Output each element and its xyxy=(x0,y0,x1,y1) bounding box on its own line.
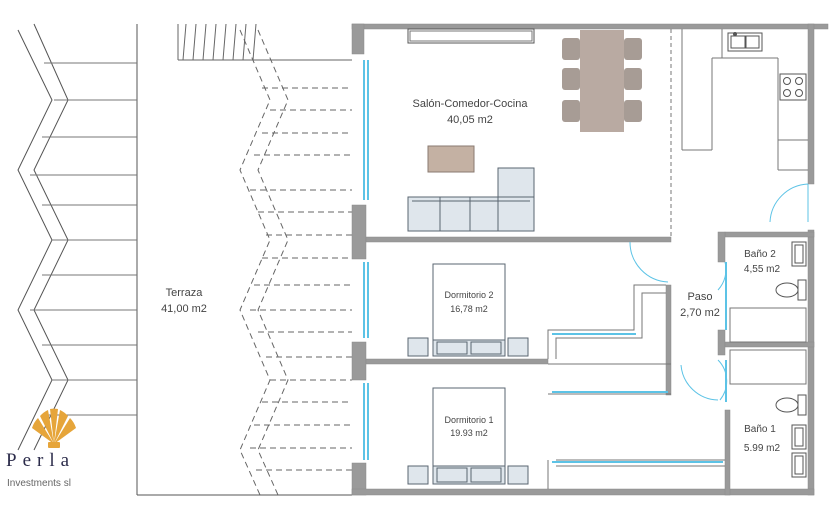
terrace-dashed-lines xyxy=(239,29,352,496)
paso-area: 2,70 m2 xyxy=(680,307,720,319)
dormitorio2-name: Dormitorio 2 xyxy=(444,290,493,300)
door-swings xyxy=(629,183,809,401)
logo-name: Perla xyxy=(6,450,75,471)
terraza-area: 41,00 m2 xyxy=(161,303,207,315)
bano2-area: 4,55 m2 xyxy=(744,264,781,275)
sink-bath1-b xyxy=(791,452,807,478)
bano1-name: Baño 1 xyxy=(744,424,776,435)
walls xyxy=(351,23,829,496)
door-dorm2 xyxy=(629,241,669,283)
sink-bath1-a xyxy=(791,424,807,450)
wall-bath2-top xyxy=(724,231,815,238)
windows xyxy=(363,60,727,463)
sink-bath2 xyxy=(791,241,807,267)
toilet-bath2 xyxy=(775,279,807,301)
shell-icon xyxy=(32,408,76,448)
dormitorio1-name: Dormitorio 1 xyxy=(444,415,493,425)
wall-paso-left xyxy=(665,284,672,396)
wall-right-2 xyxy=(807,229,815,496)
door-entrance xyxy=(769,183,809,223)
terrace-stairs xyxy=(177,23,352,61)
dormitorio1-area: 19.93 m2 xyxy=(450,428,488,438)
dining-chairs xyxy=(562,38,642,122)
toilet-bath1 xyxy=(775,394,807,416)
dormitorio2-area: 16,78 m2 xyxy=(450,304,488,314)
coffee-table xyxy=(427,145,475,173)
bano2-name: Baño 2 xyxy=(744,249,776,260)
sofa xyxy=(407,167,535,232)
room-labels: Salón-Comedor-Cocina 40,05 m2 Terraza 41… xyxy=(161,98,780,454)
bano1-area: 5.99 m2 xyxy=(744,443,781,454)
wall-bath-divider xyxy=(724,341,815,348)
bath-fixtures xyxy=(775,241,807,478)
wall-left-3 xyxy=(351,341,367,381)
cooktop xyxy=(779,73,807,101)
dining-table xyxy=(580,30,624,132)
terrace xyxy=(17,23,352,496)
door-bath1 xyxy=(717,359,728,401)
kitchen-sink xyxy=(727,32,763,52)
wall-left-2 xyxy=(351,204,367,260)
terraza-name: Terraza xyxy=(166,287,204,299)
wall-top xyxy=(351,23,829,30)
perla-logo: Perla Investments sl xyxy=(6,408,76,489)
salon-furniture xyxy=(407,28,807,232)
wall-right xyxy=(807,23,815,185)
wall-salon-dorm2 xyxy=(365,236,672,243)
bed-dorm1 xyxy=(407,387,529,485)
salon-name: Salón-Comedor-Cocina xyxy=(413,98,529,110)
terrace-slats xyxy=(30,62,137,416)
wall-paso-right-2 xyxy=(717,329,726,356)
interior-lines xyxy=(547,29,808,489)
wall-dorm1-right xyxy=(724,409,731,496)
wall-paso-right xyxy=(717,231,726,263)
door-dorm1 xyxy=(680,364,719,401)
door-bath2 xyxy=(717,261,727,291)
wall-dorm2-dorm1 xyxy=(365,358,549,365)
salon-area: 40,05 m2 xyxy=(447,114,493,126)
bed-dorm2 xyxy=(407,263,529,357)
wall-bottom xyxy=(351,488,815,496)
wall-left-1 xyxy=(351,23,365,55)
logo-tagline: Investments sl xyxy=(7,478,71,489)
paso-name: Paso xyxy=(687,291,712,303)
terrace-rail-outer xyxy=(17,29,53,451)
